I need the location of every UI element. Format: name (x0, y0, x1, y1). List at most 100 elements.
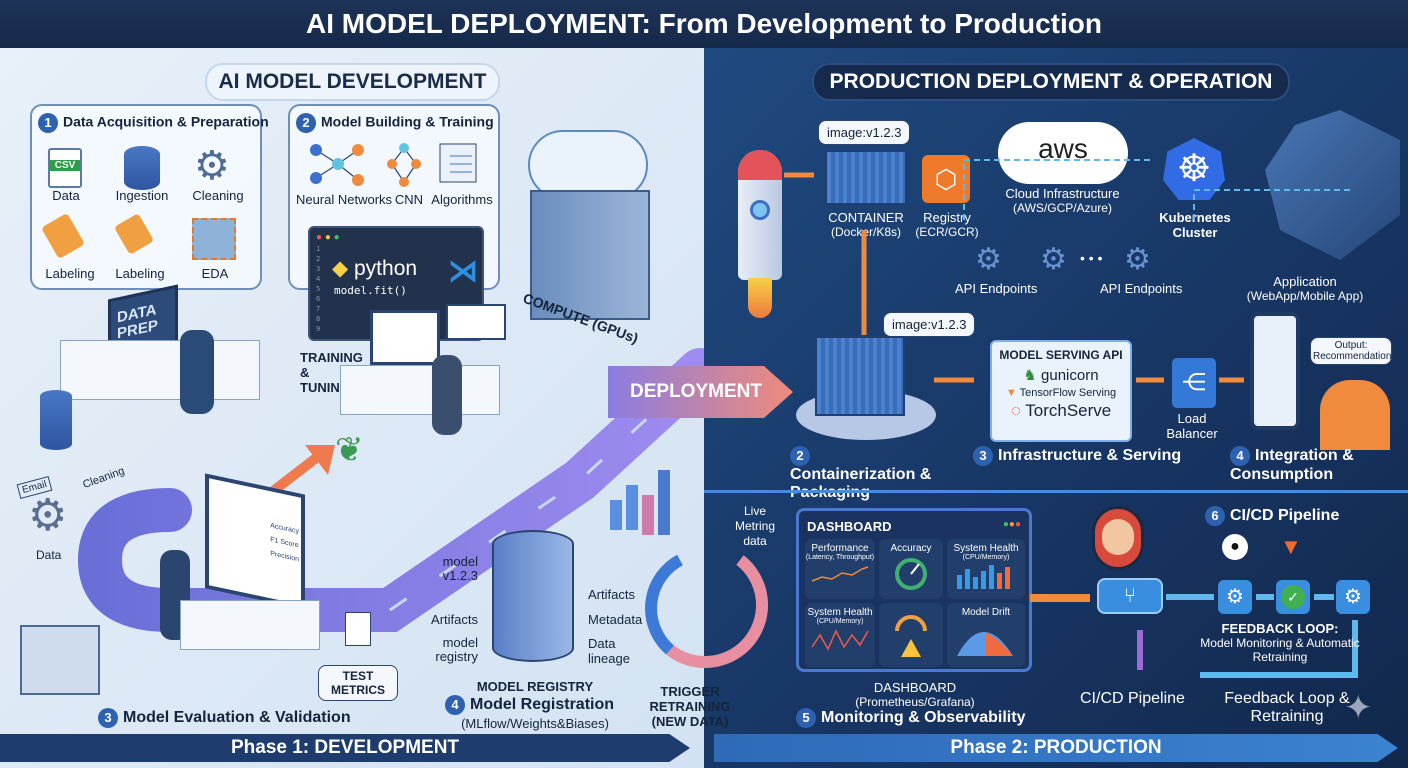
retraining-loop-arrow (645, 554, 768, 668)
eda-image-icon (192, 218, 236, 260)
registry-output-lineage: Data lineage (588, 636, 630, 666)
api-endpoints-label: API Endpoints (955, 281, 1038, 296)
deployment-arrow: DEPLOYMENT (608, 366, 793, 418)
window-dots: ●●● (1002, 519, 1021, 530)
rocket-icon (738, 150, 782, 280)
panel-accuracy: Accuracy (879, 539, 943, 599)
dashboard-title: DASHBOARD (807, 519, 892, 534)
production-header: PRODUCTION DEPLOYMENT & OPERATION (812, 63, 1290, 101)
person-data-prep (180, 330, 214, 414)
pipeline-tube (77, 348, 722, 632)
database-icon (124, 146, 160, 190)
panel-performance: Performance(Latency, Throughput) (805, 539, 875, 599)
person-training (432, 355, 462, 435)
load-balancer-label: Load Balancer (1166, 411, 1218, 441)
step4-label: Integration & Consumption (1230, 447, 1354, 483)
test-metrics-label: TEST METRICS (318, 665, 398, 701)
panel-model-drift: Model Drift (947, 603, 1025, 667)
step6-label: CI/CD Pipeline (1230, 507, 1340, 525)
neural-network-icon (310, 143, 477, 187)
api-gear-icon-2: ⚙ (1040, 243, 1067, 276)
image-tag: image:v1.2.3 (818, 120, 911, 145)
live-metering-label: Live Metring data (734, 504, 775, 548)
dashboard-caption: DASHBOARD(Prometheus/Grafana) (855, 680, 975, 709)
pipeline-gear-icon: ⚙ (1218, 580, 1252, 614)
registry-output-metadata: Metadata (588, 612, 643, 627)
step2-label: Containerization & Packaging (790, 466, 932, 501)
mlflow-label: (MLflow/Weights&Biases) (461, 716, 609, 731)
bar-chart-3d-icon (610, 460, 690, 540)
step6-cicd: 6 CI/CD Pipeline (1205, 506, 1339, 526)
cicd-pipeline-label: CI/CD Pipeline (1080, 690, 1185, 707)
plant-icon: ❦ (335, 431, 364, 469)
pipeline-check-icon: ✓ (1276, 580, 1310, 614)
aws-cloud-logo: aws (998, 122, 1128, 184)
code-model-fit: model.fit() (334, 284, 407, 297)
container-icon-large (815, 336, 905, 416)
registry-input-registry: model registry (435, 635, 478, 664)
python-logo: ◆ python (332, 257, 418, 280)
registry-input-model: model v1.2.3 (442, 554, 478, 583)
neural-networks-label: Neural Networks (295, 192, 393, 207)
step-number: 2 (296, 113, 316, 133)
cicd-loop-arrows (1030, 594, 1358, 678)
rocket-flame (748, 278, 772, 318)
model-serving-api-box: MODEL SERVING API ♞ gunicorn ▼ TensorFlo… (990, 340, 1132, 442)
tag-icon (41, 212, 85, 260)
pipeline-node-icon: ⑂ (1097, 578, 1163, 614)
window-dots: ● ● ● (316, 232, 340, 243)
trigger-retraining-label: TRIGGER RETRAINING (NEW DATA) (649, 684, 731, 729)
phase1-banner: Phase 1: DEVELOPMENT (0, 734, 690, 762)
step-number: 2 (790, 446, 810, 466)
step3-label: Model Evaluation & Validation (123, 709, 351, 727)
panel-system-health-2: System Health(CPU/Memory) (805, 603, 875, 667)
gear-icon: ⚙ (28, 491, 68, 540)
step-number: 3 (973, 446, 993, 466)
ellipsis: • • • (1080, 250, 1103, 266)
main-title: AI MODEL DEPLOYMENT: From Development to… (0, 0, 1408, 48)
box1-title: Data Acquisition & Preparation (63, 113, 269, 130)
cleaning-label: Cleaning (192, 188, 244, 203)
panel-system-health: System Health(CPU/Memory) (947, 539, 1025, 599)
step5-label: Monitoring & Observability (821, 709, 1026, 727)
monitoring-dashboard: DASHBOARD ●●● Performance(Latency, Throu… (796, 508, 1032, 672)
step5-monitoring: 5 Monitoring & Observability (796, 708, 1025, 728)
image-tag-2: image:v1.2.3 (883, 312, 976, 337)
documents-icon (20, 625, 100, 695)
flow-arrows (784, 159, 1354, 383)
jenkins-icon (1092, 506, 1144, 570)
step-number: 6 (1205, 506, 1225, 526)
training-laptop-chart (370, 310, 440, 365)
training-desk (340, 365, 500, 415)
step-number: 4 (445, 695, 465, 715)
vscode-icon: ⋊ (448, 255, 478, 288)
api-endpoints-label-2: API Endpoints (1100, 281, 1183, 296)
csv-file-icon: CSV (48, 148, 82, 188)
eda-label: EDA (201, 266, 229, 281)
api-gear-icon: ⚙ (975, 243, 1002, 276)
ingestion-label: Ingestion (115, 188, 169, 203)
model-registry-label: MODEL REGISTRY (476, 679, 594, 694)
section-divider (704, 490, 1408, 493)
registry-output-artifacts: Artifacts (588, 587, 635, 602)
step-number: 1 (38, 113, 58, 133)
training-chart-screen (446, 304, 506, 340)
algorithms-label: Algorithms (431, 192, 493, 207)
desk (60, 340, 260, 400)
gauge-icon (895, 558, 927, 590)
step2-containerization: 2Containerization & Packaging (790, 446, 940, 502)
warning-gauge-icon (895, 615, 927, 657)
cloud-chip-icon (528, 130, 648, 200)
feedback-retraining-label: Feedback Loop & Retraining (1224, 690, 1350, 725)
step-number: 5 (796, 708, 816, 728)
cnn-label: CNN (394, 192, 424, 207)
checklist-icon (345, 612, 371, 646)
box2-title: Model Building & Training (321, 113, 494, 130)
gear-icon: ⚙ (194, 144, 230, 188)
